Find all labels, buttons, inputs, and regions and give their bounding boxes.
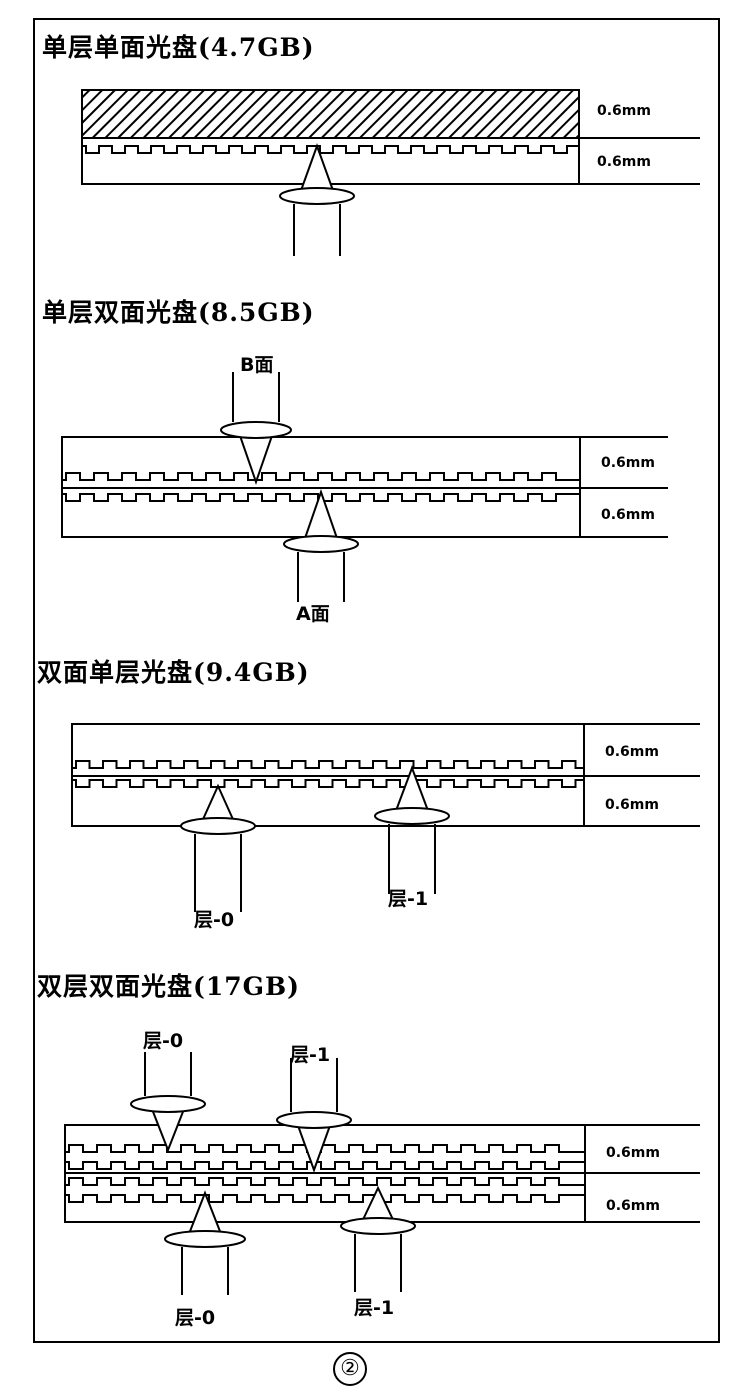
- thickness-label: 0.6mm: [606, 1198, 660, 1214]
- lens: [220, 421, 292, 439]
- figure-number: ②: [333, 1352, 367, 1386]
- thickness-label: 0.6mm: [605, 744, 659, 760]
- section-title-4: 双层双面光盘(17GB): [37, 972, 300, 1001]
- side-a-label: A面: [296, 603, 330, 625]
- thickness-label: 0.6mm: [605, 797, 659, 813]
- pit-track: [65, 1177, 585, 1186]
- lens: [340, 1217, 416, 1235]
- layer-1-label: 层-1: [388, 888, 429, 910]
- single-layer-double-side-disc: [61, 372, 668, 602]
- pit-track: [62, 493, 580, 502]
- layer-1-label: 层-1: [354, 1297, 395, 1319]
- layer-0-label: 层-0: [143, 1030, 184, 1052]
- pit-track: [72, 779, 584, 788]
- lens: [283, 535, 359, 553]
- pit-track: [65, 1161, 585, 1170]
- thickness-label: 0.6mm: [601, 507, 655, 523]
- label-layer: [81, 89, 580, 139]
- lens: [180, 817, 256, 835]
- substrate: [81, 137, 580, 185]
- pit-track: [65, 1144, 585, 1153]
- thickness-label: 0.6mm: [601, 455, 655, 471]
- section-title-2: 单层双面光盘(8.5GB): [42, 298, 315, 327]
- thickness-label: 0.6mm: [606, 1145, 660, 1161]
- lens: [130, 1095, 206, 1113]
- double-side-single-layer-disc: [71, 723, 700, 912]
- side-b-label: B面: [240, 354, 274, 376]
- thickness-label: 0.6mm: [597, 103, 651, 119]
- pit-track: [82, 145, 579, 154]
- pit-track: [62, 472, 580, 481]
- section-title-3: 双面单层光盘(9.4GB): [37, 658, 310, 687]
- lens: [279, 187, 355, 205]
- lens: [164, 1230, 246, 1248]
- pit-track: [65, 1194, 585, 1203]
- section-title-1: 单层单面光盘(4.7GB): [42, 33, 315, 62]
- lens: [374, 807, 450, 825]
- layer-0-label: 层-0: [194, 909, 235, 931]
- lens: [276, 1111, 352, 1129]
- double-layer-double-side-disc: [64, 1052, 700, 1295]
- pit-track: [72, 760, 584, 769]
- layer-1-label: 层-1: [290, 1044, 331, 1066]
- layer-0-label: 层-0: [175, 1307, 216, 1329]
- figure-frame: [33, 18, 720, 1343]
- thickness-label: 0.6mm: [597, 154, 651, 170]
- single-layer-single-side-disc: [81, 89, 700, 256]
